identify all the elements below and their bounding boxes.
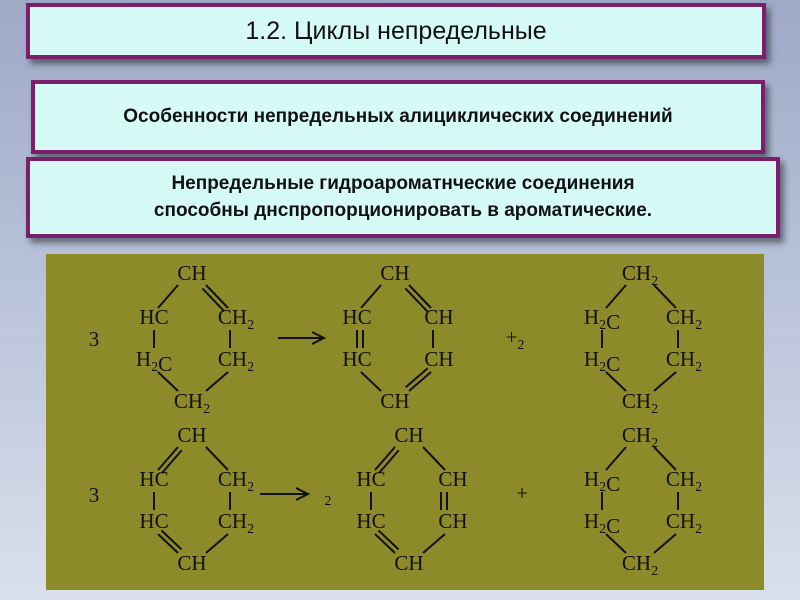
r2-product1-right-lower: CH (438, 509, 467, 533)
r1-product1-left-lower: HC (342, 347, 371, 371)
r2-product2-left-lower: H2C (584, 509, 620, 538)
r1-product2-left-lower: H2C (584, 347, 620, 376)
r1-product1-bond-tl (360, 284, 382, 309)
r2-reactant-bond-bl (157, 533, 179, 554)
r2-product1-left-lower: HC (356, 509, 385, 533)
r1-product1-right-lower: CH (424, 347, 453, 371)
r2-product1-right-upper: CH (438, 467, 467, 491)
r1-reactant-left-upper: HC (139, 305, 168, 329)
r2-reactant-bond-bl-double (160, 529, 183, 551)
r1-reactant-top: CH (177, 261, 206, 285)
r1-reactant-bond-bl (157, 371, 179, 392)
r1-reactant-bottom: CH2 (174, 389, 210, 417)
r1-product1-bond-br (408, 371, 432, 392)
r1-product1-left-upper: HC (342, 305, 371, 329)
note-line-2: способны днспропорционировать в ароматич… (153, 199, 653, 221)
r1-product2-right-upper: CH2 (666, 305, 702, 333)
r1-product1-bond-bl (360, 371, 382, 392)
r2-product2-bottom: CH2 (622, 551, 658, 579)
r1-product1-bottom: CH (380, 389, 409, 413)
r2-reactant-bond-tl (157, 446, 179, 471)
r1-reactant-bond-tr (205, 284, 229, 309)
r1-reactant-bond-br (205, 371, 229, 392)
r1-product2-bond-bl (605, 371, 627, 392)
note-text: Непредельные гидроароматнческие соединен… (154, 171, 652, 224)
r2-reactant-left-lower: HC (139, 509, 168, 533)
r2-product2-right-upper: CH2 (666, 467, 702, 495)
page-subtitle: Особенности непредельных алициклических … (123, 106, 673, 128)
r2-product1-bottom: CH (394, 551, 423, 575)
r2-product2-bond-tr (653, 446, 677, 471)
r1-reactant-left-lower: H2C (136, 347, 172, 376)
r2-reactant-top: CH (177, 423, 206, 447)
r1-product1-top: CH (380, 261, 409, 285)
r2-reactant-bond-tl-double (161, 449, 183, 474)
r2-arrow-head (295, 487, 311, 501)
r1-product2-bottom: CH2 (622, 389, 658, 417)
r1-reactant-bond-tl (157, 284, 179, 309)
r1-product2-bond-br (653, 371, 677, 392)
r2-product1-bond-tl (374, 446, 396, 471)
r2-product1-bond-bl-double (377, 529, 400, 551)
r2-product2-bond-bl (605, 533, 627, 554)
r2-reactant-bond-tr (205, 446, 229, 471)
r2-reactant-right-upper: CH2 (218, 467, 254, 495)
r2-product2-top: CH2 (622, 423, 658, 451)
r1-coef-left: 3 (89, 327, 100, 351)
r1-product2-left-upper: H2C (584, 305, 620, 334)
r1-product1-bond-tr (408, 284, 432, 309)
r2-reactant-bond-br (205, 533, 229, 554)
r1-reactant-bond-tr-double (201, 287, 226, 313)
r2-product1-bond-tl-double (378, 449, 400, 474)
r2-product2-bond-tl (605, 446, 627, 471)
subtitle-box: Особенности непредельных алициклических … (31, 80, 765, 154)
r1-coef-mid: +2 (506, 325, 525, 353)
note-box: Непредельные гидроароматнческие соединен… (26, 157, 780, 238)
r2-product2-right-lower: CH2 (666, 509, 702, 537)
r2-reactant-bottom: CH (177, 551, 206, 575)
r1-product2-right-lower: CH2 (666, 347, 702, 375)
r2-coef-arrow: 2 (325, 494, 332, 509)
r2-coef-left: 3 (89, 483, 100, 507)
r2-coef-mid: + (516, 481, 528, 505)
title-box: 1.2. Циклы непредельные (26, 3, 766, 59)
r2-product1-bond-br (422, 533, 446, 554)
r1-product2-bond-tr (653, 284, 677, 309)
r1-product2-top: CH2 (622, 261, 658, 289)
r1-arrow-head (311, 331, 327, 345)
r2-product1-bond-tr (422, 446, 446, 471)
r2-product1-bond-bl (374, 533, 396, 554)
note-line-1: Непредельные гидроароматнческие соединен… (171, 172, 635, 194)
r2-reactant-right-lower: CH2 (218, 509, 254, 537)
r1-product2-bond-tl (605, 284, 627, 309)
page-title: 1.2. Циклы непредельные (245, 16, 547, 45)
r2-product1-top: CH (394, 423, 423, 447)
r2-product2-bond-br (653, 533, 677, 554)
r1-product1-bond-tr-double (404, 287, 429, 313)
r1-product1-right-upper: CH (424, 305, 453, 329)
r1-product1-bond-br-double (405, 367, 429, 388)
r2-product2-left-upper: H2C (584, 467, 620, 496)
r1-reactant-right-lower: CH2 (218, 347, 254, 375)
